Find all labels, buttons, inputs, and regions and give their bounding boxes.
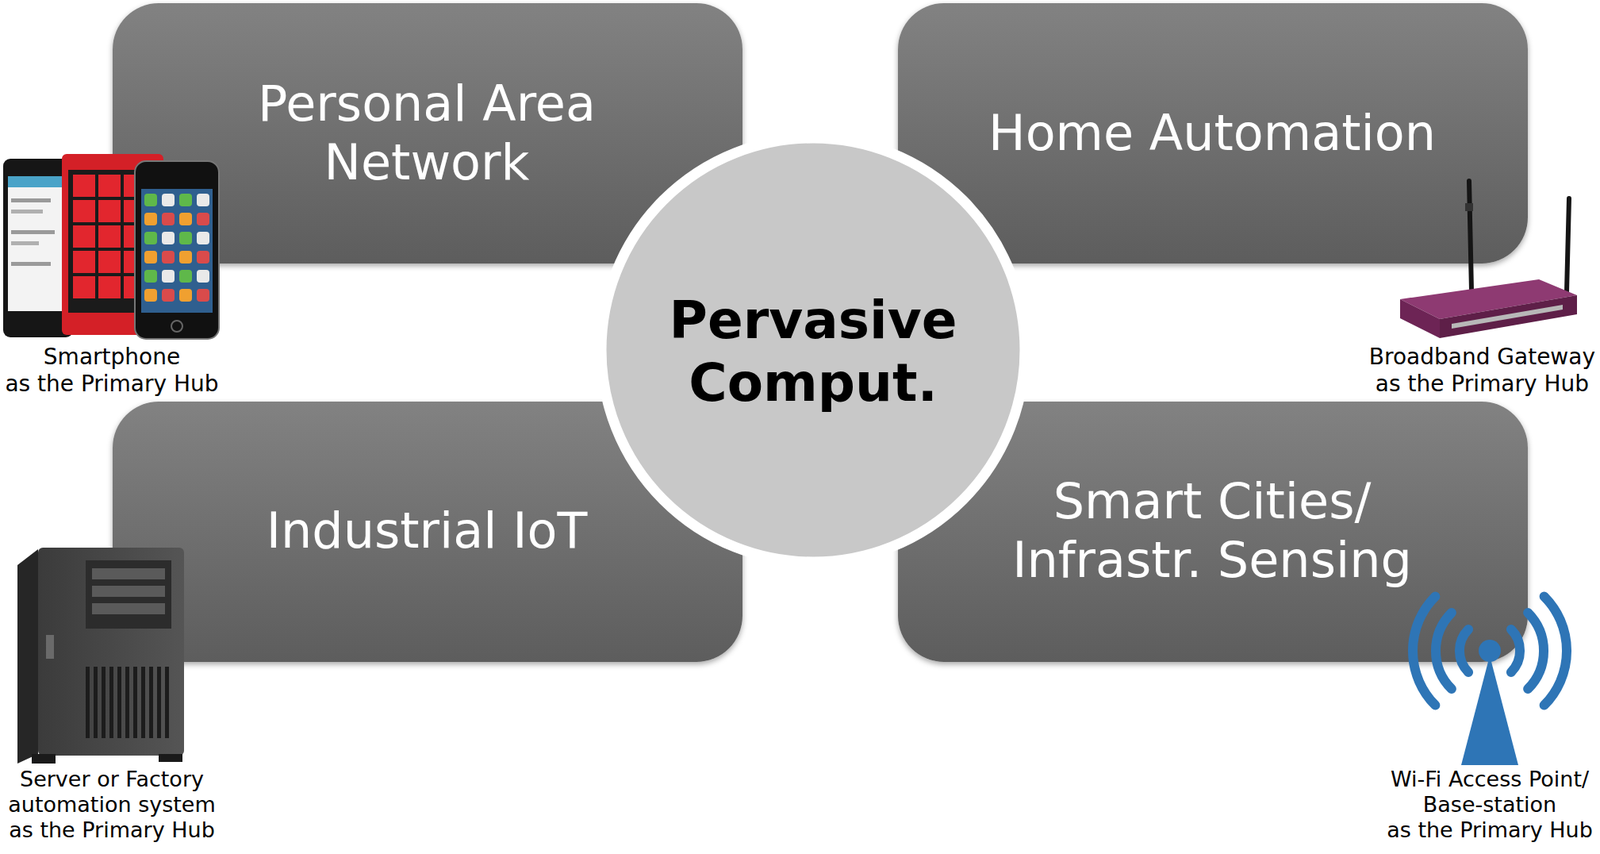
text-anchor: Home Automation [988, 103, 1436, 163]
text-anchor: Smart Cities/ Infrastr. Sensing [1012, 471, 1412, 591]
label-anchor: Wi-Fi Access Point/ Base-station as the … [1386, 766, 1593, 843]
router-front [1439, 295, 1577, 338]
wifi-mast [1461, 655, 1519, 765]
hub-circle: Pervasive Comput. [594, 131, 1032, 568]
domain-box: Home Automation [897, 3, 1528, 264]
wifi-wave [1544, 595, 1567, 705]
text-line: Smart Cities/ [1012, 471, 1412, 531]
server-handle [46, 634, 54, 659]
text-anchor: Personal Area Network [257, 74, 596, 193]
phone-screen-line [11, 209, 43, 214]
router-antenna [1566, 198, 1570, 292]
domain-title: Home Automation [988, 103, 1436, 163]
text-anchor: Industrial IoT [266, 501, 588, 561]
label-anchor: Smartphone as the Primary Hub [4, 343, 219, 397]
router-top [1400, 279, 1577, 319]
phone-body [3, 158, 73, 338]
text-line: Personal Area [257, 74, 596, 134]
domain-title: Industrial IoT [266, 501, 588, 561]
text-anchor: Pervasive Comput. [669, 288, 958, 415]
server-vents [85, 666, 173, 738]
text-line: as the Primary Hub [7, 817, 216, 843]
text-line: as the Primary Hub [4, 370, 219, 398]
phone-screen-line [11, 241, 39, 246]
phone-button [171, 320, 183, 332]
server-side [17, 548, 39, 764]
text-line: as the Primary Hub [1369, 370, 1596, 398]
hub-caption: Broadband Gateway as the Primary Hub [1369, 343, 1596, 397]
phone-screen [7, 176, 69, 311]
text-line: Server or Factory [7, 766, 216, 792]
domain-title: Personal Area Network [257, 74, 596, 193]
wifi-wave [1527, 612, 1544, 689]
router-ports [1451, 304, 1563, 329]
phone-screen-line [11, 230, 55, 235]
text-line: Network [257, 133, 596, 192]
text-line: Comput. [669, 351, 958, 415]
phone-screen-line [11, 198, 51, 203]
text-line: Wi-Fi Access Point/ [1386, 766, 1593, 792]
label-anchor: Server or Factory automation system as t… [7, 766, 216, 843]
text-line: Industrial IoT [266, 501, 588, 561]
server-foot [31, 753, 56, 764]
router-side [1400, 299, 1440, 338]
phone-screen-line [11, 261, 51, 266]
text-line: Pervasive [669, 288, 958, 352]
text-line: automation system [7, 791, 216, 818]
text-line: Broadband Gateway [1369, 343, 1596, 371]
phone-screen-bar [7, 176, 69, 188]
text-line: Base-station [1386, 791, 1593, 818]
domain-title: Smart Cities/ Infrastr. Sensing [1012, 471, 1412, 591]
label-anchor: Broadband Gateway as the Primary Hub [1369, 343, 1596, 397]
hub-caption: Wi-Fi Access Point/ Base-station as the … [1386, 766, 1593, 843]
text-line: Home Automation [988, 103, 1436, 163]
hub-title: Pervasive Comput. [669, 288, 958, 415]
hub-caption: Server or Factory automation system as t… [7, 766, 216, 843]
text-line: Infrastr. Sensing [1012, 530, 1412, 590]
text-line: as the Primary Hub [1386, 817, 1593, 843]
server-foot [158, 753, 183, 762]
hub-circle-shape [601, 138, 1025, 562]
text-line: Smartphone [4, 343, 219, 371]
hub-caption: Smartphone as the Primary Hub [4, 343, 219, 397]
